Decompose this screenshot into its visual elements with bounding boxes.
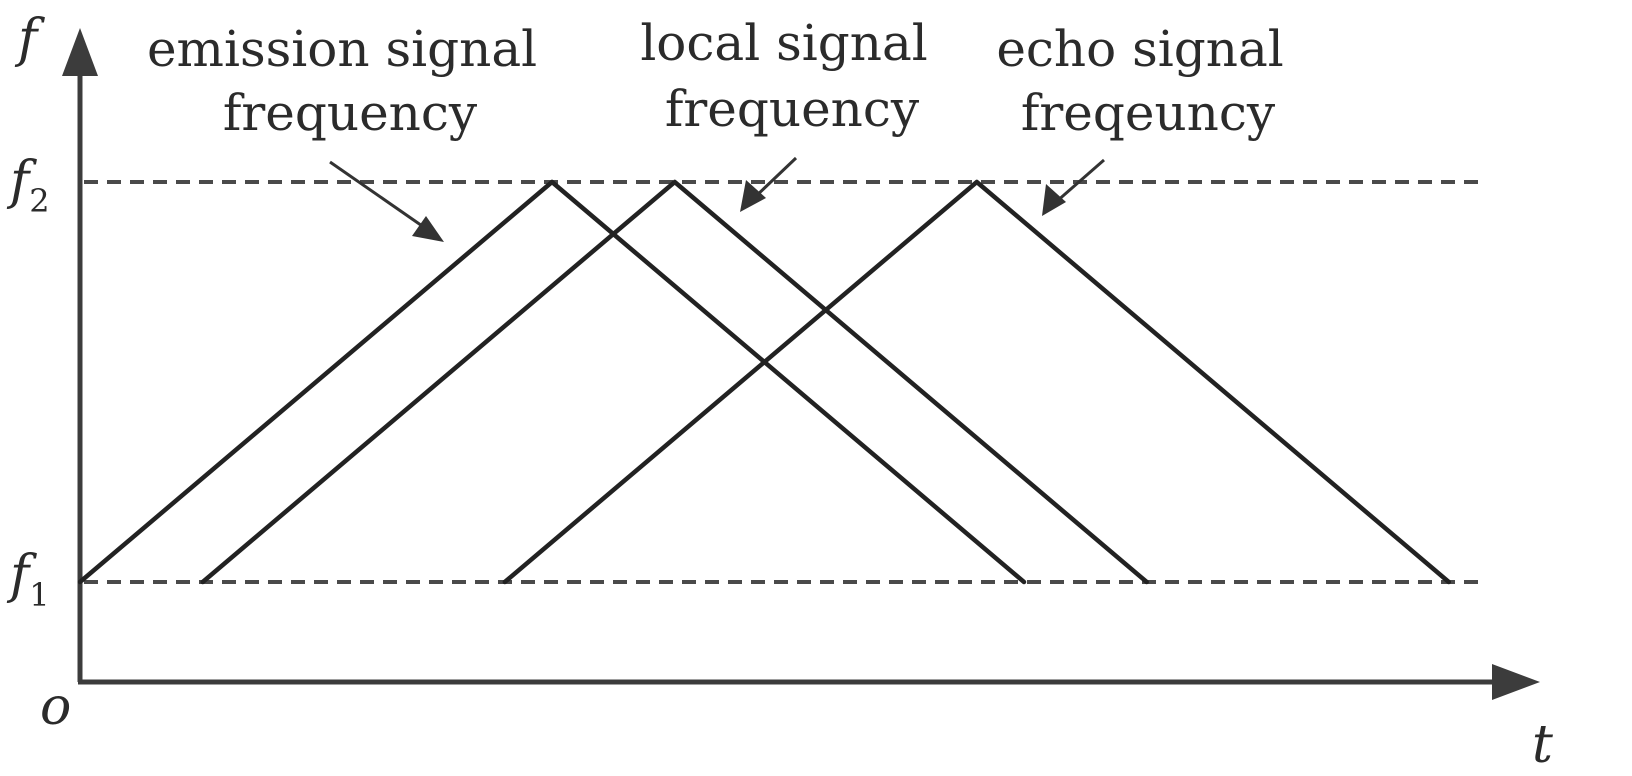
emission-label-line1: emission signal [147,20,537,78]
x-axis-symbol: t [1532,715,1553,775]
local-label-line1: local signal [640,14,927,72]
emission-signal-line [77,179,1027,585]
f1-label: f1 [6,545,50,614]
echo-signal-line [502,179,1452,585]
echo-pointer-line [1055,158,1105,204]
origin-symbol: o [40,677,71,737]
emission-pointer-arrow-icon [412,216,444,242]
echo-label-line1: echo signal [996,20,1283,78]
local-pointer-arrow-icon [740,180,766,212]
signal-group [77,179,1452,585]
x-axis-arrow-icon [1492,664,1540,700]
y-axis-arrow-icon [62,28,98,76]
emission-pointer-line [329,160,429,232]
y-axis-symbol: f [14,9,45,69]
echo-pointer-arrow-icon [1042,184,1066,216]
local-label-line2: frequency [665,80,920,138]
emission-label-line2: frequency [223,84,478,142]
emission-label: emission signal frequency [147,20,553,142]
f2-subscript: 2 [29,182,49,220]
local-pointer-line [752,156,798,200]
echo-label: echo signal freqeuncy [996,20,1299,142]
f2-label: f2 [6,151,50,220]
f1-subscript: 1 [29,576,49,614]
echo-label-line2: freqeuncy [1021,84,1276,142]
local-signal-line [200,179,1149,585]
local-label: local signal frequency [640,14,943,138]
